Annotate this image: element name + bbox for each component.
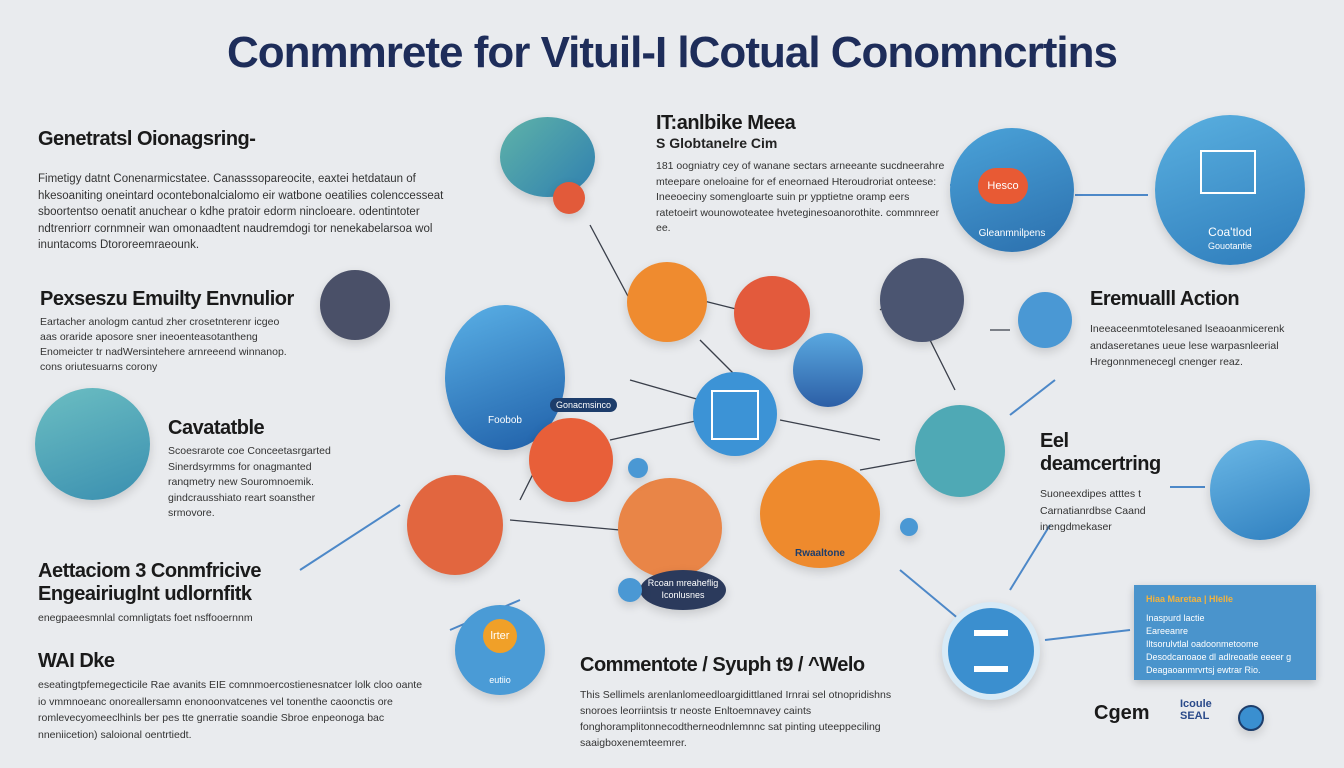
section-web: Commentote / Syuph t9 / ^Welo This Selli… — [580, 654, 910, 751]
section-attention: Aettaciom 3 Conmfricive Engeairiuglnt ud… — [38, 560, 308, 627]
server-stack-icon — [974, 630, 1008, 672]
section-learning: Eel deamcertring Suoneexdipes atttes t C… — [1040, 430, 1190, 536]
monitor-caption: Gouotantie — [1207, 241, 1253, 251]
section-subheading: S Globtanelre Cim — [656, 135, 778, 151]
section-body: Ineeaceenmtotelesaned lseaoanmicerenk an… — [1090, 323, 1285, 368]
dark-tag-text: Iconlusnes — [661, 590, 705, 600]
device-screen-icon — [711, 390, 759, 440]
orange-tag: Rwaaltone — [794, 548, 845, 559]
info-box-line: Inaspurd lactie — [1146, 613, 1205, 623]
section-heading: Commentote / Syuph t9 / ^Welo — [580, 654, 865, 676]
monitor-label: Coa'tlod — [1208, 225, 1252, 239]
chat-bubble-icon — [553, 182, 585, 214]
blob-icon — [320, 270, 390, 340]
device-icon — [693, 372, 777, 456]
info-box-line: Iltsorulvtlal oadoonmetoome — [1146, 639, 1259, 649]
monitor-circle: Coa'tlod Gouotantie — [1155, 115, 1305, 265]
dot-icon — [628, 458, 648, 478]
message-caption: Gleanmnilpens — [978, 228, 1046, 239]
dot-icon — [618, 578, 642, 602]
section-body: Eartacher anologm cantud zher crosetnter… — [40, 316, 287, 373]
badge-caption: eutiio — [489, 675, 511, 685]
chart-avatar — [734, 276, 810, 350]
page-title: Conmmrete for Vituil-I lCotual Conomncrt… — [226, 28, 1118, 77]
woman-avatar — [915, 405, 1005, 497]
group-tag: Gonacmsinco — [550, 398, 618, 412]
info-box-line: Desodcanoaoe dl adlreoatle eeeer g — [1146, 652, 1292, 662]
server-icon — [942, 602, 1040, 700]
info-box-title: Hiaa Maretaa | Hlelle — [1146, 594, 1234, 604]
section-heading: Pexseszu Emuilty Envnulior — [40, 288, 294, 310]
speech-bubble-icon: Hesco — [978, 168, 1028, 204]
section-body: Scoesrarote coe Conceetasrgarted Sinerds… — [168, 445, 331, 519]
section-wai: WAI Dke eseatingtpfemegecticile Rae avan… — [38, 650, 428, 743]
section-heading: Genetratsl Oionagsring- — [38, 128, 256, 150]
section-body: Suoneexdipes atttes t Carnatianrdbse Caa… — [1040, 488, 1146, 533]
section-mobile-media: IT:anlbike Meea S Globtanelre Cim 181 oo… — [656, 112, 946, 237]
person-circle — [35, 388, 150, 500]
person-avatar: Rwaaltone — [760, 460, 880, 568]
section-body: Fimetigy datnt Conenarmicstatee. Canasss… — [38, 173, 444, 251]
section-cavatable: Cavatatble Scoesrarote coe Conceetasrgar… — [168, 417, 358, 522]
section-persona: Pexseszu Emuilty Envnulior Eartacher ano… — [40, 288, 294, 375]
logo-left: Cgem — [1094, 702, 1150, 724]
person-avatar — [627, 262, 707, 342]
section-heading: Cavatatble — [168, 417, 265, 439]
section-heading: Aettaciom 3 Conmfricive Engeairiuglnt ud… — [38, 560, 262, 605]
section-body: 181 oogniatry cey of wanane sectars arne… — [656, 160, 945, 234]
person-avatar — [793, 333, 863, 407]
globe-icon — [1210, 440, 1310, 540]
chat-blob-icon — [500, 117, 595, 197]
info-box-line: Deagaoanmrvrtsj ewtrar Rio. — [1146, 665, 1261, 675]
group-label: Foobob — [488, 415, 522, 426]
info-box: Hiaa Maretaa | Hlelle Inaspurd lactie Ea… — [1134, 585, 1316, 680]
person-avatar — [618, 478, 722, 578]
section-heading: IT:anlbike Meea — [656, 112, 796, 134]
person-avatar — [880, 258, 964, 342]
section-action: Eremualll Action Ineeaceenmtotelesaned l… — [1090, 288, 1315, 371]
logo-globe-icon — [1238, 705, 1264, 731]
section-heading: WAI Dke — [38, 650, 115, 672]
dot-icon — [900, 518, 918, 536]
monitor-icon — [1200, 150, 1256, 194]
info-box-line: Eareeanre — [1146, 626, 1189, 636]
section-body: eseatingtpfemegecticile Rae avanits EIE … — [38, 679, 423, 741]
logo-right: Icoule SEAL — [1180, 698, 1212, 722]
cloud-icon — [1018, 292, 1072, 348]
section-body: enegpaeesmnlal comnligtats foet nsffooer… — [38, 612, 253, 624]
section-heading: Eremualll Action — [1090, 288, 1240, 310]
section-general: Genetratsl Oionagsring- Fimetigy datnt C… — [38, 128, 458, 254]
dark-tag: Rcoan mreaheflig Iconlusnes — [640, 570, 726, 610]
person-avatar — [529, 418, 613, 502]
message-circle: Hesco Gleanmnilpens — [950, 128, 1074, 252]
badge-icon: lrter — [483, 619, 517, 653]
badge-circle: lrter eutiio — [455, 605, 545, 695]
section-heading: Eel deamcertring — [1040, 430, 1161, 475]
section-body: This Sellimels arenlanlomeedloargidittla… — [580, 689, 892, 749]
dark-tag-text: Rcoan mreaheflig — [647, 578, 719, 588]
person-avatar — [407, 475, 503, 575]
